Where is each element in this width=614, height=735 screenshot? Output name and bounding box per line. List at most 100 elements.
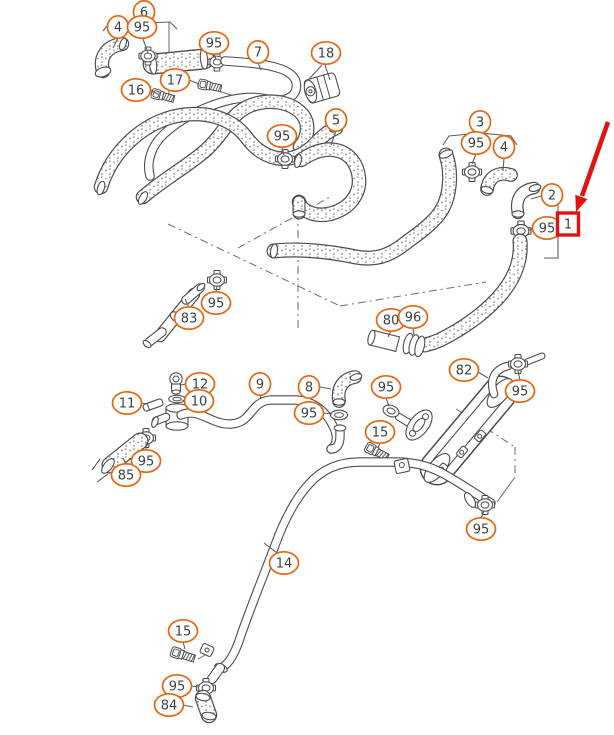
part-elbow-4-right <box>480 166 518 196</box>
callout-3[interactable]: 3 <box>468 109 492 135</box>
callout-label: 8 <box>305 381 313 396</box>
callout-circle <box>268 550 300 576</box>
callout-label: 4 <box>114 21 122 36</box>
part-elbow-8 <box>331 370 363 408</box>
callout-17[interactable]: 17 <box>159 67 191 93</box>
part-hose-right-feed <box>266 147 458 266</box>
part-stub-84 <box>194 689 218 724</box>
part-flange <box>405 409 433 441</box>
callout-circle <box>492 134 516 160</box>
callout-2[interactable]: 2 <box>540 182 564 208</box>
callout-circle <box>153 692 185 718</box>
callout-7[interactable]: 7 <box>246 39 270 65</box>
callout-95[interactable]: 95 <box>460 130 492 156</box>
highlighted-callout-1[interactable]: 1 <box>555 211 581 237</box>
callout-label: 5 <box>332 114 340 129</box>
callout-label: 16 <box>128 84 145 99</box>
callout-circle <box>266 123 298 149</box>
callout-4[interactable]: 4 <box>106 14 130 40</box>
part-ring-95 <box>329 409 349 421</box>
callout-label: 83 <box>181 312 198 327</box>
callout-12[interactable]: 12 <box>184 371 216 397</box>
callout-label: 12 <box>192 378 209 393</box>
callout-95[interactable]: 95 <box>465 516 497 542</box>
callout-8[interactable]: 8 <box>297 374 321 400</box>
callout-circle <box>324 107 348 133</box>
callout-circle <box>248 371 272 397</box>
part-sensor-12 <box>169 372 183 395</box>
callout-label: 1 <box>564 218 572 233</box>
callout-95[interactable]: 95 <box>370 374 402 400</box>
callout-label: 95 <box>473 523 490 538</box>
callout-label: 17 <box>167 74 184 89</box>
callout-label: 18 <box>318 47 335 62</box>
part-hose-85 <box>91 432 149 483</box>
callout-5[interactable]: 5 <box>324 107 348 133</box>
part-hose-cylinder-6 <box>142 48 215 75</box>
part-clip-11 <box>142 398 164 412</box>
callout-95[interactable]: 95 <box>293 400 325 426</box>
callout-95[interactable]: 95 <box>200 290 232 316</box>
callout-circle <box>370 374 402 400</box>
part-pipe-14 <box>199 457 496 685</box>
callout-circle <box>540 182 564 208</box>
callout-82[interactable]: 82 <box>448 357 480 383</box>
callout-95[interactable]: 95 <box>266 123 298 149</box>
callout-circle <box>293 400 325 426</box>
part-damper-18 <box>303 72 341 104</box>
callout-95[interactable]: 95 <box>198 30 230 56</box>
callout-label: 7 <box>254 46 262 61</box>
callout-circle <box>310 40 342 66</box>
part-elbow-2 <box>510 181 542 220</box>
callout-label: 95 <box>539 222 556 237</box>
callout-circle <box>130 448 162 474</box>
callout-label: 95 <box>138 455 155 470</box>
callout-label: 3 <box>476 116 484 131</box>
part-elbow-4 <box>94 36 130 79</box>
callout-label: 95 <box>378 381 395 396</box>
callout-16[interactable]: 16 <box>120 77 152 103</box>
callout-96[interactable]: 96 <box>397 304 429 330</box>
callout-label: 9 <box>256 378 264 393</box>
callout-95[interactable]: 95 <box>130 448 162 474</box>
clamp-icon <box>507 353 529 375</box>
callout-84[interactable]: 84 <box>153 692 185 718</box>
callout-95[interactable]: 95 <box>504 378 536 404</box>
highlight-box <box>555 211 581 237</box>
callout-label: 95 <box>512 385 529 400</box>
callout-label: 95 <box>206 37 223 52</box>
callout-83[interactable]: 83 <box>173 305 205 331</box>
callout-9[interactable]: 9 <box>248 371 272 397</box>
callout-15[interactable]: 15 <box>364 419 396 445</box>
callout-circle <box>200 290 232 316</box>
callout-label: 95 <box>274 130 291 145</box>
callout-label: 14 <box>276 557 293 572</box>
callout-label: 95 <box>301 407 318 422</box>
callout-label: 4 <box>500 141 508 156</box>
callout-circle <box>183 388 215 414</box>
callout-15[interactable]: 15 <box>167 618 199 644</box>
part-ring-10 <box>168 394 186 404</box>
callout-label: 15 <box>372 426 389 441</box>
callout-label: 80 <box>383 314 400 329</box>
callout-4[interactable]: 4 <box>492 134 516 160</box>
callout-14[interactable]: 14 <box>268 550 300 576</box>
callout-circle <box>364 419 396 445</box>
part-gasket-95 <box>382 404 400 418</box>
callout-label: 95 <box>208 297 225 312</box>
callout-label: 2 <box>548 189 556 204</box>
callout-95[interactable]: 95 <box>126 14 158 40</box>
arrow-head-icon <box>575 194 588 212</box>
callout-11[interactable]: 11 <box>111 390 143 416</box>
callout-circle <box>111 390 143 416</box>
callout-label: 95 <box>468 137 485 152</box>
callout-label: 95 <box>169 680 186 695</box>
callout-10[interactable]: 10 <box>183 388 215 414</box>
callout-85[interactable]: 85 <box>110 462 142 488</box>
callout-circle <box>397 304 429 330</box>
callout-circle <box>120 77 152 103</box>
callout-18[interactable]: 18 <box>310 40 342 66</box>
callout-circle <box>167 618 199 644</box>
